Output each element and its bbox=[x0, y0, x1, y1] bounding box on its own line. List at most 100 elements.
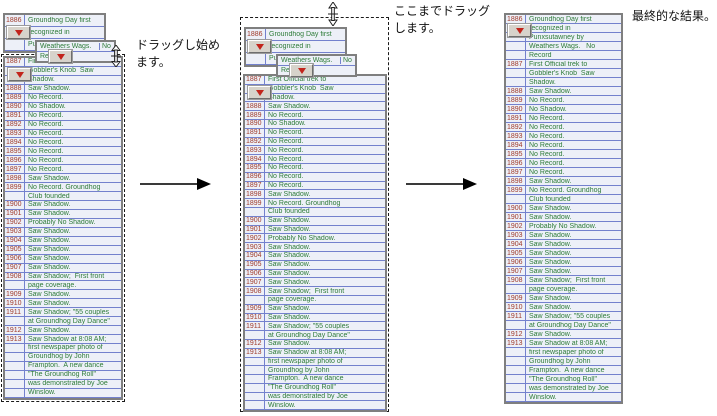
entry-text-cell: No Record. bbox=[268, 155, 304, 163]
year-cell bbox=[5, 388, 25, 397]
step-arrow-icon bbox=[406, 178, 477, 190]
record-dropdown-icon[interactable] bbox=[8, 68, 31, 81]
resize-cursor-icon bbox=[328, 2, 338, 26]
entry-text-cell: Winslow. bbox=[268, 401, 296, 409]
year-cell: 1913 bbox=[245, 348, 265, 357]
year-cell: 1906 bbox=[506, 258, 526, 266]
year-cell bbox=[5, 281, 25, 290]
record-line-row: Club founded bbox=[5, 192, 121, 201]
entry-text-cell: Groundhog by John bbox=[268, 366, 330, 374]
year-cell: 1903 bbox=[245, 243, 265, 251]
year-cell: 1907 bbox=[506, 267, 526, 275]
entry-text-cell: Saw Shadow. bbox=[529, 303, 572, 311]
record-line-row: at Groundhog Day Dance" bbox=[5, 317, 121, 327]
fragment-text-no: No bbox=[99, 42, 114, 50]
entry-text-cell: Record bbox=[529, 51, 552, 59]
step-arrow-icon bbox=[140, 178, 211, 190]
entry-text-cell: Saw Shadow. bbox=[28, 201, 71, 209]
record-line-row: was demonstrated by Joe bbox=[506, 384, 621, 393]
year-cell: 1910 bbox=[5, 299, 25, 308]
entry-text-cell: Saw Shadow. bbox=[28, 290, 71, 298]
entry-text-cell: page coverage. bbox=[268, 296, 317, 304]
year-cell: 1899 bbox=[245, 199, 265, 207]
entry-text-cell: Probably No Shadow. bbox=[268, 234, 336, 242]
record-line-row: at Groundhog Day Dance" bbox=[506, 321, 621, 330]
entry-text-cell: Saw Shadow. bbox=[28, 237, 71, 245]
entry-text-cell: No Record. bbox=[529, 96, 565, 104]
year-cell: 1904 bbox=[506, 240, 526, 248]
record-dropdown-icon[interactable] bbox=[290, 64, 313, 77]
entry-text-cell: Saw Shadow. bbox=[268, 217, 311, 225]
year-cell: 1908 bbox=[5, 272, 25, 281]
entry-text-cell: No Record. bbox=[529, 123, 565, 131]
year-cell bbox=[506, 366, 526, 374]
record-dropdown-icon[interactable] bbox=[508, 24, 531, 37]
year-cell: 1893 bbox=[245, 146, 265, 155]
year-cell: 1897 bbox=[506, 168, 526, 176]
entry-text-cell: Shadow. bbox=[268, 93, 295, 101]
drag-fragment-box[interactable]: Weathers Wags. No Record bbox=[276, 54, 357, 77]
entry-text-cell: No Record. bbox=[28, 138, 64, 146]
entry-text-cell: Groundhog by John bbox=[28, 353, 90, 361]
year-cell: 1894 bbox=[506, 141, 526, 149]
record-line-row: Gobbler's Knob Saw bbox=[506, 69, 621, 78]
entry-text-cell: Club founded bbox=[529, 195, 571, 203]
year-cell: 1896 bbox=[506, 159, 526, 167]
entry-text-cell: Saw Shadow. bbox=[268, 269, 311, 277]
record-dropdown-icon[interactable] bbox=[7, 26, 30, 39]
year-cell bbox=[506, 285, 526, 293]
entry-text-cell: No Record. bbox=[268, 181, 304, 189]
entry-text-cell: page coverage. bbox=[529, 285, 578, 293]
year-cell: 1888 bbox=[506, 87, 526, 95]
entry-text-cell: No Record. bbox=[529, 141, 565, 149]
year-cell bbox=[5, 192, 25, 200]
year-cell: 1890 bbox=[5, 102, 25, 111]
entry-text-cell: recognized in bbox=[269, 43, 311, 50]
year-cell: 1904 bbox=[245, 251, 265, 260]
year-cell: 1898 bbox=[506, 177, 526, 185]
year-cell: 1912 bbox=[245, 339, 265, 348]
record-dropdown-icon[interactable] bbox=[248, 86, 271, 99]
year-cell: 1895 bbox=[5, 147, 25, 156]
entry-text-cell: Saw Shadow; "55 couples bbox=[28, 308, 110, 316]
record-line-row: "The Groundhog Roll" bbox=[506, 375, 621, 384]
entry-text-cell: No Record. bbox=[529, 159, 565, 167]
entry-text-cell: No Record. bbox=[28, 147, 64, 155]
entry-text-cell: was demonstrated by Joe bbox=[28, 380, 108, 388]
record-dropdown-icon[interactable] bbox=[49, 50, 72, 63]
drag-fragment-box[interactable]: Weathers Wags. No Record bbox=[35, 40, 116, 63]
year-cell: 1894 bbox=[5, 138, 25, 147]
record-dropdown-icon[interactable] bbox=[248, 40, 271, 53]
year-cell bbox=[506, 78, 526, 86]
year-cell bbox=[245, 383, 265, 392]
year-cell: 1901 bbox=[5, 209, 25, 218]
record-line-row: Groundhog by John bbox=[506, 357, 621, 366]
entry-text-cell: Winslow. bbox=[28, 389, 56, 397]
entry-text-cell: Frampton. A new dance bbox=[28, 362, 104, 370]
entry-text-cell: page coverage. bbox=[28, 281, 77, 289]
entry-text-cell: Groundhog Day first bbox=[269, 31, 332, 38]
year-cell: 1892 bbox=[506, 123, 526, 131]
